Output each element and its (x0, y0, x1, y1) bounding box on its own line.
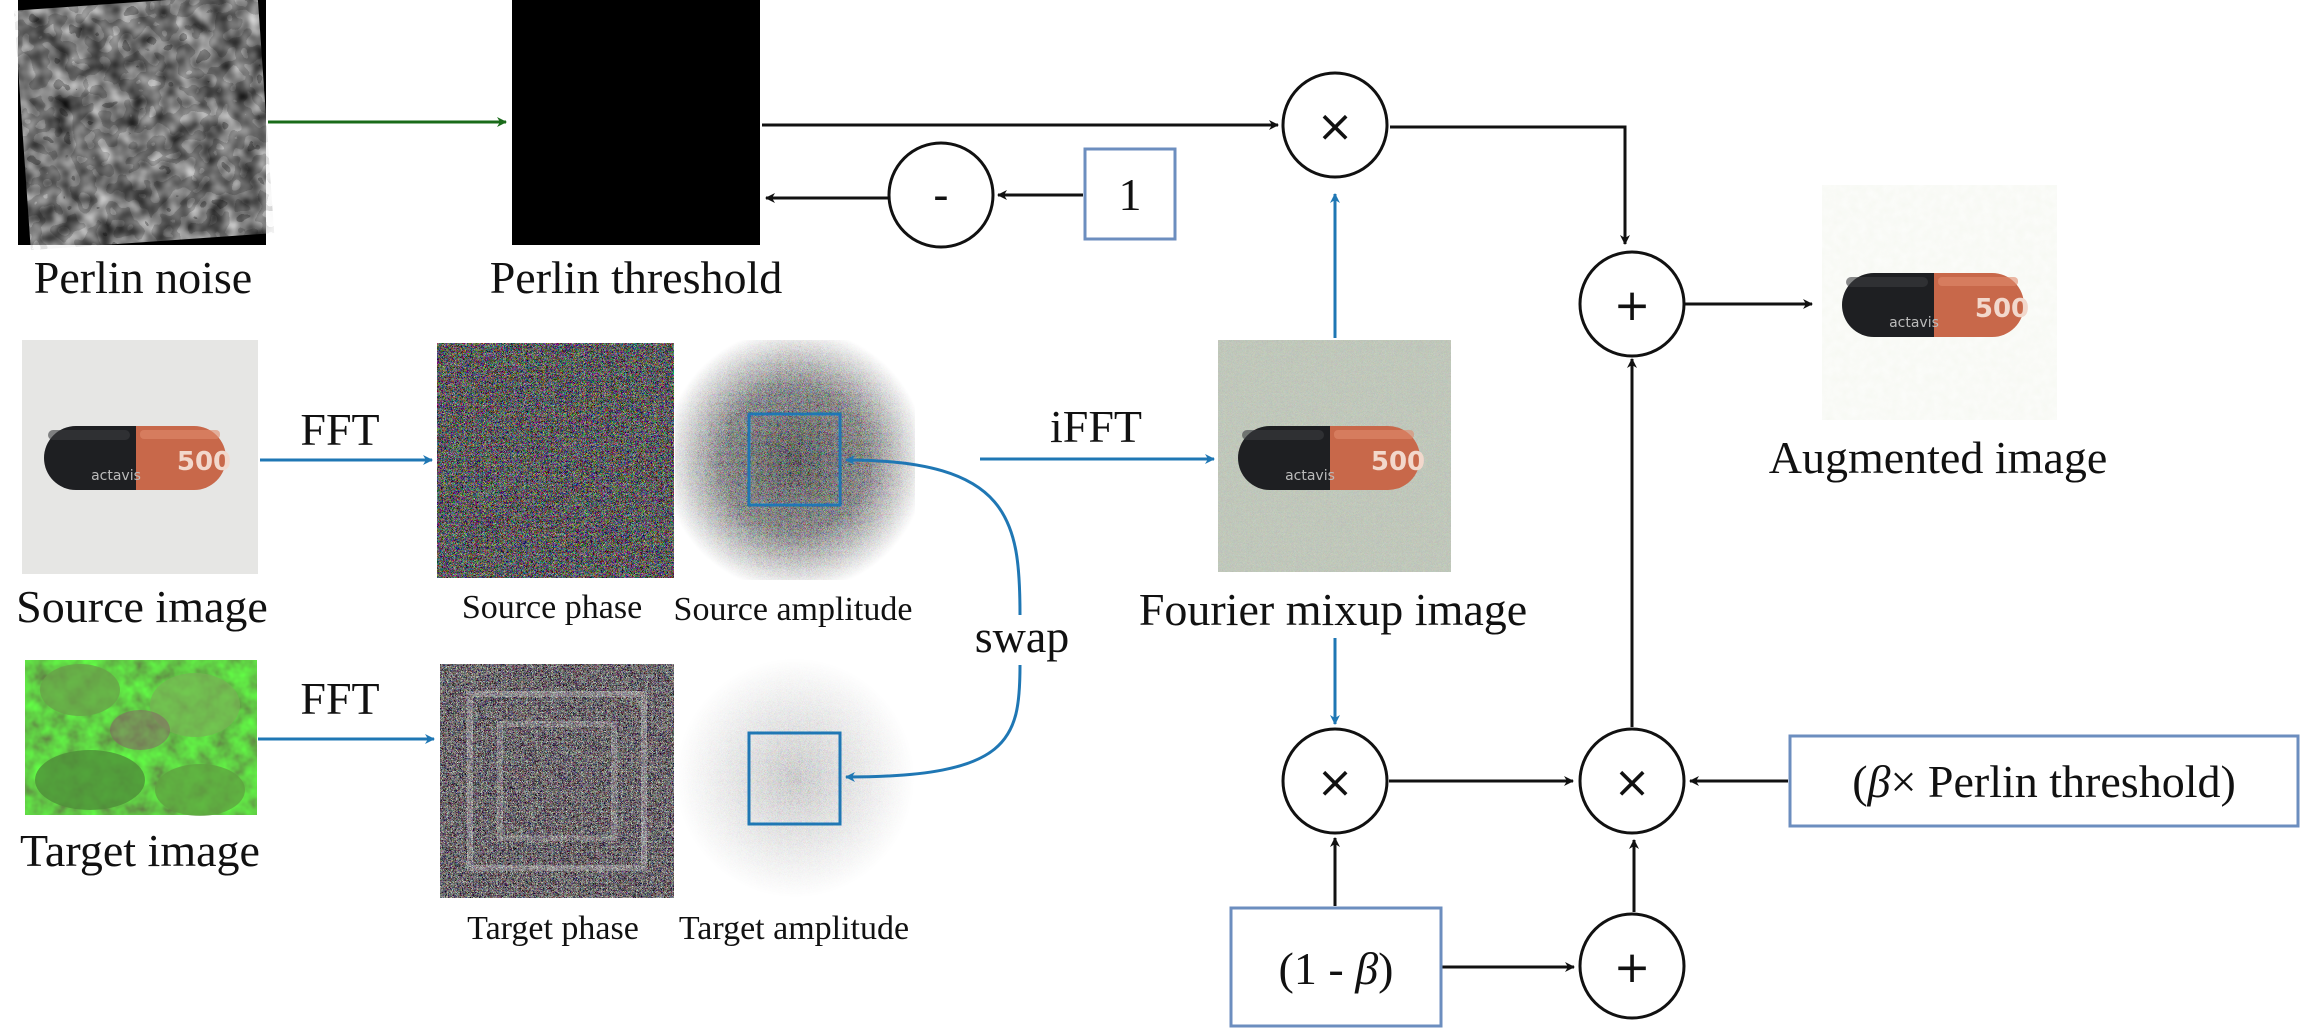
source-phase-image (437, 343, 674, 578)
mixup-capsule-number: 500 (1371, 447, 1425, 477)
target-amplitude-low-freq-box (747, 731, 842, 826)
label-augmented: Augmented image (1769, 432, 2108, 483)
multiply-operator-lower-left: × (1281, 727, 1389, 835)
beta-open-paren: ( (1852, 756, 1867, 807)
label-ifft: iFFT (1050, 401, 1142, 452)
beta-times-threshold-box: (β× Perlin threshold) (1788, 734, 2300, 828)
mixup-capsule-brand: actavis (1285, 468, 1335, 484)
one-minus-beta-box: (1 - β) (1229, 906, 1443, 1028)
close-paren: ) (1378, 943, 1393, 994)
label-target-image: Target image (20, 825, 260, 876)
multiply-operator-lower-right: × (1578, 727, 1686, 835)
constant-one-box: 1 (1083, 147, 1177, 241)
svg-text:×: × (1614, 757, 1651, 808)
svg-text:(β× Perlin threshold): (β× Perlin threshold) (1852, 756, 2236, 807)
label-target-phase: Target phase (467, 910, 639, 947)
plus-operator-bottom: + (1578, 912, 1686, 1020)
target-image (25, 660, 257, 816)
augmented-capsule-brand: actavis (1889, 315, 1939, 331)
source-image: 500 actavis (22, 340, 258, 574)
source-amplitude-low-freq-box (747, 412, 842, 507)
svg-text:1: 1 (1119, 169, 1142, 220)
svg-text:×: × (1317, 757, 1354, 808)
beta-times-suffix: × Perlin threshold) (1890, 756, 2235, 807)
augmented-image: 500 actavis (1822, 185, 2057, 420)
label-fft-top: FFT (300, 404, 379, 455)
plus-operator-top: + (1578, 250, 1686, 358)
label-fft-bottom: FFT (300, 673, 379, 724)
label-target-amplitude: Target amplitude (679, 910, 909, 947)
label-source-phase: Source phase (462, 589, 642, 626)
perlin-threshold-image (512, 0, 760, 245)
perlin-noise-image (14, 0, 275, 251)
fourier-mixup-image: 500 actavis (1218, 340, 1451, 572)
capsule-brand: actavis (91, 468, 141, 484)
label-source-amplitude: Source amplitude (674, 591, 913, 628)
one-minus-prefix: (1 - (1279, 943, 1356, 994)
beta-symbol-2: β (1867, 756, 1891, 807)
swap-curve-to-source (845, 455, 1022, 616)
minus-operator: - (887, 141, 995, 249)
label-perlin-noise: Perlin noise (34, 252, 252, 303)
label-source-image: Source image (16, 581, 268, 632)
svg-text:×: × (1317, 101, 1354, 152)
svg-text:(1 - β): (1 - β) (1279, 943, 1394, 994)
arrow-multiply-to-plus (1390, 125, 1630, 245)
target-phase-image (440, 664, 674, 898)
label-swap: swap (975, 611, 1070, 662)
beta-symbol: β (1354, 943, 1378, 994)
augmented-capsule-number: 500 (1975, 294, 2029, 324)
svg-text:+: + (1614, 942, 1651, 993)
svg-text:+: + (1614, 280, 1651, 331)
multiply-operator-top: × (1281, 71, 1389, 179)
capsule-number: 500 (177, 447, 231, 477)
svg-text:-: - (933, 170, 949, 221)
target-amplitude-image (675, 658, 915, 898)
label-perlin-threshold: Perlin threshold (490, 252, 783, 303)
swap-curve-to-target (845, 664, 1022, 782)
label-fourier-mixup: Fourier mixup image (1139, 584, 1527, 635)
